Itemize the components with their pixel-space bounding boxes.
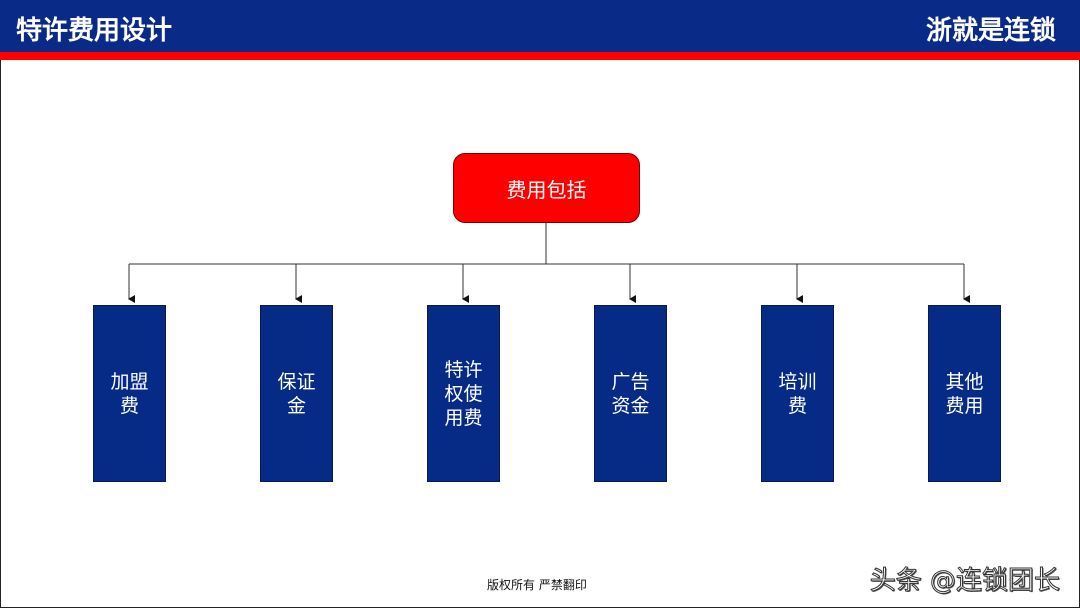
slide-title: 特许费用设计: [16, 16, 173, 46]
header-stripe: [0, 52, 1080, 60]
header-bar: 特许费用设计 浙就是连锁: [0, 0, 1080, 52]
child-node-deposit: 保证金: [260, 305, 333, 482]
child-node-advertising-fund: 广告资金: [594, 305, 667, 482]
child-node-label: 其他费用: [945, 370, 984, 417]
child-node-training-fee: 培训费: [761, 305, 834, 482]
child-node-franchise-fee: 加盟费: [93, 305, 166, 482]
root-node: 费用包括: [453, 153, 640, 223]
child-node-royalty: 特许权使用费: [427, 305, 500, 482]
child-node-label: 加盟费: [110, 370, 149, 417]
brand-title: 浙就是连锁: [925, 16, 1056, 46]
watermark: 头条 @连锁团长: [869, 566, 1060, 597]
child-node-label: 保证金: [277, 370, 316, 417]
child-node-label: 广告资金: [611, 370, 650, 417]
child-node-label: 特许权使用费: [444, 358, 483, 429]
child-node-label: 培训费: [778, 370, 817, 417]
copyright-footer: 版权所有 严禁翻印: [487, 578, 587, 592]
root-node-label: 费用包括: [506, 177, 587, 202]
child-node-other-fees: 其他费用: [928, 305, 1001, 482]
